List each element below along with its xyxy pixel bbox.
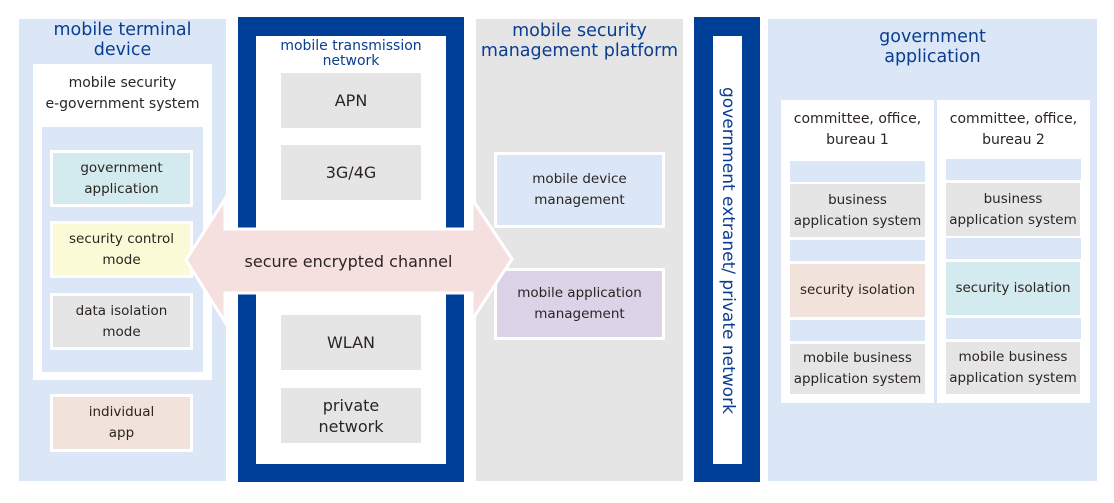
bureau-2-business-system: business application system <box>946 183 1080 236</box>
bureau-2-mobile-business-system: mobile business application system <box>946 342 1080 394</box>
security-control-mode-module: security control mode <box>50 221 193 278</box>
bureau-2-security-isolation: security isolation <box>946 262 1080 315</box>
bureau-2-spacer-2 <box>946 238 1081 259</box>
apn-item: APN <box>281 73 421 128</box>
bureau-1-spacer-2 <box>790 240 925 261</box>
bureau-1-mobile-business-system: mobile business application system <box>790 344 925 394</box>
wlan-item: WLAN <box>281 315 421 370</box>
mobile-terminal-title: mobile terminal device <box>53 20 192 60</box>
data-isolation-mode-module: data isolation mode <box>50 293 193 350</box>
3g-4g-item: 3G/4G <box>281 145 421 200</box>
bureau-1-spacer-1 <box>790 161 925 182</box>
bureau-2-spacer-1 <box>946 159 1081 180</box>
bureau-1-spacer-3 <box>790 320 925 341</box>
extranet-label: government extranet/ private network <box>718 86 738 414</box>
bureau-1-business-system: business application system <box>790 184 925 237</box>
bureau-1-security-isolation: security isolation <box>790 264 925 317</box>
secure-channel-label: secure encrypted channel <box>244 251 453 271</box>
management-platform-panel <box>476 19 683 481</box>
mobile-device-management-box: mobile device management <box>494 152 665 228</box>
mobile-application-management-box: mobile application management <box>494 268 665 340</box>
transmission-network-title: mobile transmission network <box>280 38 422 69</box>
secure-channel-arrow-shape <box>184 193 514 328</box>
extranet-label-wrap: government extranet/ private network <box>713 36 742 464</box>
management-platform-title: mobile security management platform <box>480 21 679 61</box>
bureau-2-title: committee, office, bureau 2 <box>949 111 1078 148</box>
e-government-system-title: mobile security e-government system <box>45 75 200 112</box>
individual-app-module: individual app <box>50 394 193 452</box>
government-application-module: government application <box>50 150 193 207</box>
government-application-title: government application <box>879 27 986 67</box>
bureau-2-spacer-3 <box>946 318 1081 339</box>
private-network-item: private network <box>281 388 421 443</box>
extranet-inner <box>713 36 742 464</box>
bureau-1-title: committee, office, bureau 1 <box>793 111 922 148</box>
